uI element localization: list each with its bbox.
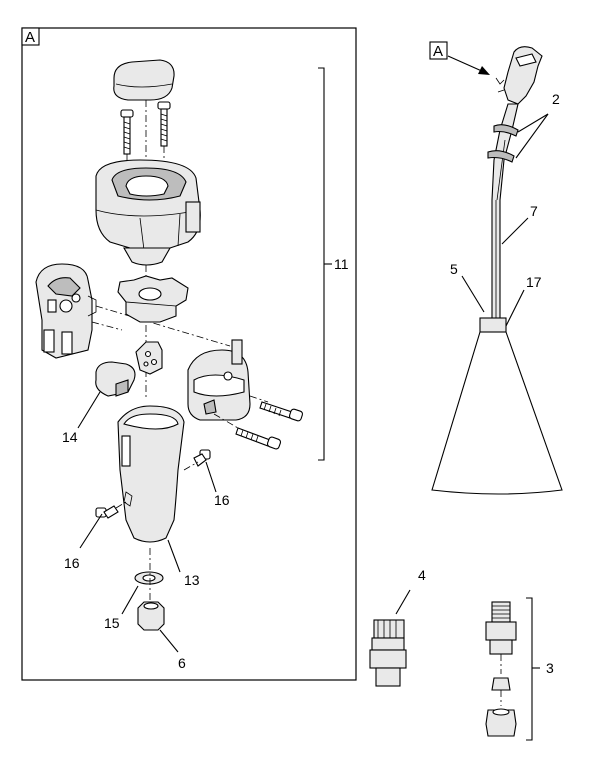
callout-13: 13 [184,572,200,588]
fitting-4 [369,619,407,687]
cone-boot [431,331,563,495]
callout-16-left: 16 [64,555,80,571]
button-part-14 [95,361,136,397]
lever-knob-top [495,46,543,105]
view-reference-label: A [433,43,443,60]
knob-lower-shell-13 [117,405,185,543]
view-label-box [21,27,40,46]
top-screw-left [120,109,134,155]
fitting-3-ferrule [491,677,511,691]
switch-body-left [35,263,97,359]
top-screw-right [157,101,171,147]
callout-16-right: 16 [214,492,230,508]
boot-collar-17 [479,317,507,333]
side-screw-lower [235,427,282,450]
side-screw-upper [259,401,304,422]
knob-upper-housing [95,159,201,266]
callout-11: 11 [334,256,349,272]
callout-4: 4 [418,567,426,583]
switch-housing-right [187,339,251,421]
view-reference-arrow [447,55,485,73]
callout-7: 7 [530,203,538,219]
callout-6: 6 [178,655,186,671]
screw-16-right [193,449,211,467]
callout-3: 3 [546,660,554,676]
view-label: A [25,29,35,46]
cable-ties-2 [487,124,519,163]
view-reference-box [429,41,448,60]
knob-cap [113,59,175,101]
fitting-3-nut [485,708,517,737]
callout-15: 15 [104,615,120,631]
screw-16-left [95,505,119,519]
callout-5: 5 [450,261,458,277]
bracket-plate [135,341,163,375]
cam-piece [117,275,189,323]
callout-17: 17 [526,274,542,290]
callout-14: 14 [62,429,78,445]
view-reference-arrowhead [478,66,490,75]
washer-15 [134,571,164,585]
nut-6 [137,601,165,631]
callout-2: 2 [552,91,560,107]
lever-shaft [491,103,519,321]
detail-view-frame [21,27,357,681]
fitting-3-stem [485,601,517,655]
